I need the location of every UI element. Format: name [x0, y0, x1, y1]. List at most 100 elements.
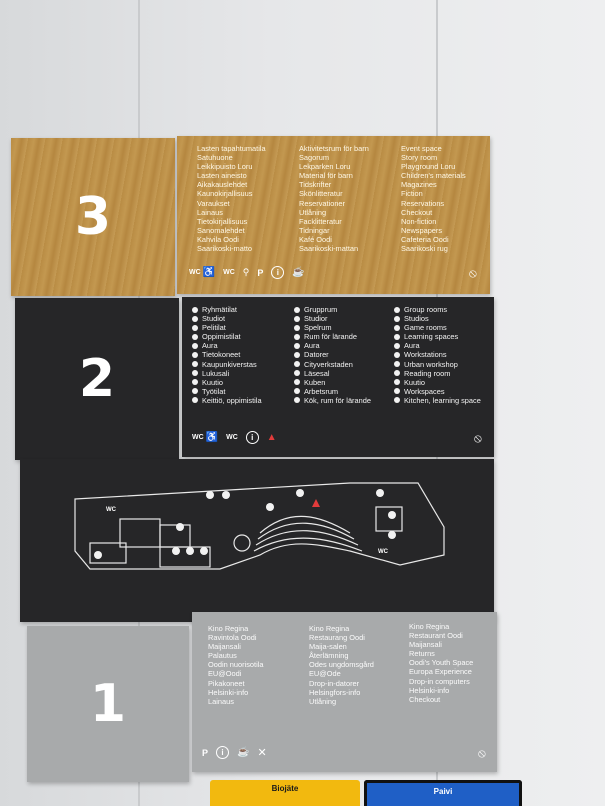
cafe-icon: ☕ [292, 267, 305, 278]
floor-2-number: 2 [78, 349, 116, 409]
list-item: Kino Regina [409, 622, 450, 631]
list-item: Kino Regina [309, 624, 350, 633]
list-item: Checkout [401, 207, 433, 217]
list-item: Kaunokirjallisuus [197, 189, 253, 199]
list-item: Drop-in-datorer [309, 678, 360, 688]
list-item: Studios [394, 314, 481, 323]
room-block [159, 524, 191, 548]
list-item: Studior [294, 314, 371, 323]
biowaste-bin: Biojäte [210, 780, 360, 806]
list-item: Urban workshop [394, 360, 481, 369]
list-item: Återlämning [309, 651, 349, 661]
stair-curve [255, 530, 359, 546]
list-item: Keittiö, oppimistila [192, 396, 262, 405]
floor-2-finnish-list: Ryhmätilat Studiot Pelitilat Oppimistila… [192, 305, 262, 405]
list-item: Datorer [294, 350, 371, 359]
list-item: Reservationer [299, 198, 346, 208]
list-item: Saarikoski-mattan [299, 244, 359, 254]
list-item: Game rooms [394, 323, 481, 332]
wheelchair-icon: ♿ [205, 432, 219, 443]
list-item: Studiot [192, 314, 262, 323]
list-item: Europa Experience [409, 667, 472, 677]
map-wc-label: WC [378, 549, 388, 555]
info-icon: i [245, 431, 259, 444]
list-item: Learning spaces [394, 332, 481, 341]
list-item: Material för barn [299, 171, 353, 181]
floor-3-directory-panel: Lasten tapahtumatila Satuhuone Leikkipui… [177, 136, 490, 294]
list-item: Utlåning [299, 207, 327, 217]
list-item: Skönlitteratur [299, 189, 343, 199]
list-item: Oodin nuorisotila [208, 660, 264, 670]
list-item: Leikkipuisto Loru [197, 162, 253, 172]
list-item: Tietokoneet [192, 350, 262, 359]
list-item: Kuutio [192, 378, 262, 387]
list-item: Aikakauslehdet [197, 180, 248, 190]
list-item: Varaukset [197, 198, 230, 208]
floor-2-directory-panel: Ryhmätilat Studiot Pelitilat Oppimistila… [182, 297, 494, 457]
room-block [159, 546, 211, 568]
list-item: Kino Regina [208, 624, 249, 633]
stroller-parking-icon: P [202, 747, 209, 758]
floor-3-finnish-list: Lasten tapahtumatila Satuhuone Leikkipui… [197, 144, 266, 253]
building-outline [74, 482, 445, 570]
floor-1-english-list: Kino Regina Restaurant Oodi Maijansali R… [409, 622, 473, 704]
list-item: Tidningar [299, 225, 330, 235]
stair-curve [257, 522, 355, 540]
list-item: Cafeteria Oodi [401, 234, 449, 244]
floor-2-amenity-icons: WC♿ WC i ▲ [192, 431, 277, 444]
floor-3-number-panel: 3 [11, 138, 175, 296]
list-item: Maija-salen [309, 642, 347, 652]
list-item: Ryhmätilat [192, 305, 262, 314]
list-item: Ravintola Oodi [208, 633, 257, 643]
list-item: Lasten aineisto [197, 171, 247, 181]
list-item: Rum för lärande [294, 332, 371, 341]
list-item: Newspapers [401, 225, 443, 235]
list-item: Odes ungdomsgård [309, 660, 374, 670]
list-item: Playground Loru [401, 162, 456, 172]
floor-1-amenity-icons: P i ☕ ✕ [202, 746, 267, 759]
list-item: Utlåning [309, 696, 337, 706]
floor-1-swedish-list: Kino Regina Restaurang Oodi Maija-salen … [309, 624, 374, 706]
map-marker [376, 489, 384, 497]
list-item: Lainaus [208, 696, 234, 706]
map-marker [186, 547, 194, 555]
map-marker [94, 551, 102, 559]
list-item: Kök, rum för lärande [294, 396, 371, 405]
list-item: Helsingfors-info [309, 687, 361, 697]
map-marker [176, 523, 184, 531]
hearing-loop-icon: ⦸ [478, 746, 486, 760]
floor-3-amenity-icons: WC♿ WC ⚲ P i ☕ [189, 266, 305, 279]
list-item: Kuben [294, 378, 371, 387]
list-item: Lainaus [197, 207, 223, 217]
list-item: Reservations [401, 198, 445, 208]
list-item: Kahvila Oodi [197, 234, 239, 244]
restaurant-icon: ✕ [257, 747, 267, 759]
floor-1-number: 1 [89, 674, 127, 734]
stair-curve [253, 537, 363, 552]
spiral-stair [233, 534, 251, 552]
list-item: Aura [192, 341, 262, 350]
map-marker [266, 503, 274, 511]
hearing-loop-icon: ⦸ [474, 431, 482, 445]
list-item: Returns [409, 649, 435, 659]
list-item: Oodi's Youth Space [409, 658, 474, 668]
list-item: Maijansali [208, 642, 241, 652]
map-marker [206, 491, 214, 499]
you-are-here-marker [312, 499, 320, 507]
floor-map-panel: WC WC [20, 459, 494, 622]
list-item: Aktivitetsrum för barn [299, 144, 369, 153]
list-item: Spelrum [294, 323, 371, 332]
list-item: Oppimistilat [192, 332, 262, 341]
wheelchair-icon: ♿ [202, 267, 216, 278]
list-item: Kaupunkiverstas [192, 360, 262, 369]
list-item: Helsinki-info [409, 685, 450, 695]
list-item: Lasten tapahtumatila [197, 144, 266, 153]
list-item: Aura [294, 341, 371, 350]
baby-care-icon: ⚲ [242, 267, 250, 277]
list-item: Saarikoski rug [401, 244, 448, 254]
paper-bin: Paivi [364, 780, 522, 806]
list-item: Maijansali [409, 640, 442, 650]
list-item: Magazines [401, 180, 437, 190]
map-wc-label: WC [106, 507, 116, 513]
stair-curve [259, 515, 351, 534]
